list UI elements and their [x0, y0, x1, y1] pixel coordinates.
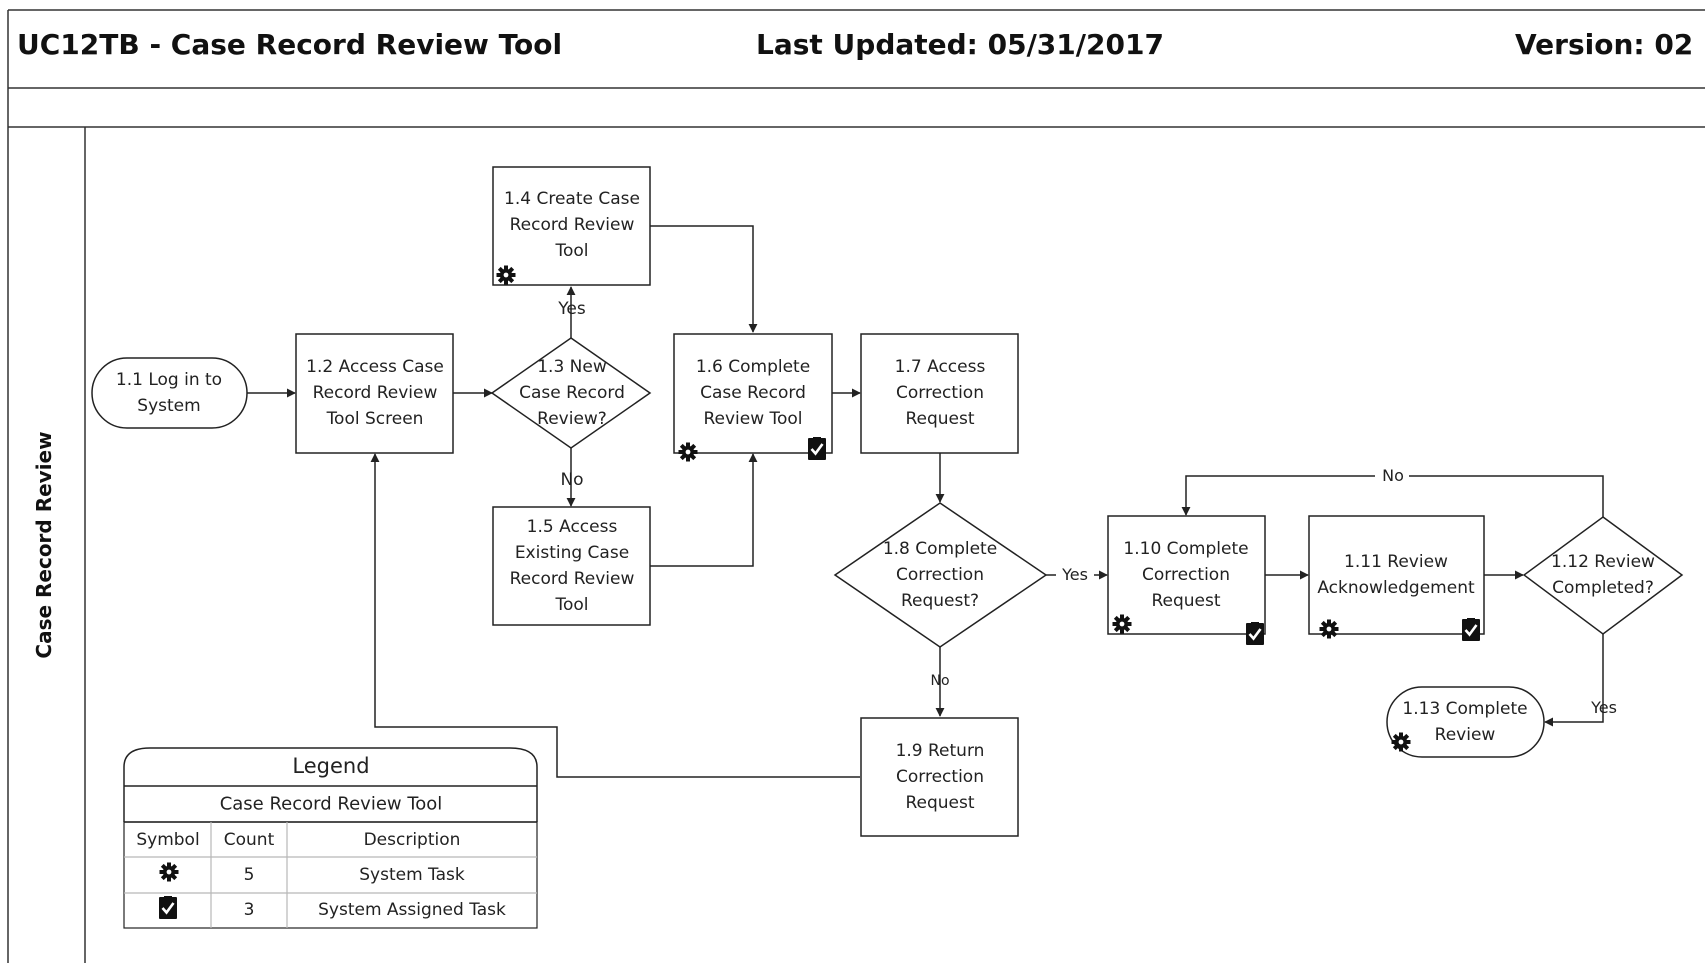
node-1-10-shape	[1107, 515, 1266, 635]
page-title: UC12TB - Case Record Review Tool	[17, 28, 563, 61]
checkbox-icon	[157, 894, 179, 921]
node-1-9-shape	[860, 717, 1019, 837]
edge-1-9-to-1-2	[370, 453, 860, 778]
node-1-6-shape	[673, 333, 833, 454]
edge-label-yes: Yes	[558, 299, 586, 319]
node-1-6-complete-tool[interactable]: 1.6 Complete Case Record Review Tool	[695, 357, 811, 429]
edge-label-no: No	[1382, 466, 1404, 485]
node-1-5-access-existing-tool[interactable]: 1.5 Access Existing Case Record Review T…	[509, 517, 635, 615]
gear-icon	[496, 265, 516, 285]
node-1-11-review-acknowledgement[interactable]: 1.11 Review Acknowledgement	[1317, 552, 1475, 598]
edge-1-4-to-1-6	[650, 225, 758, 333]
node-1-5-shape	[492, 506, 651, 626]
edge-label-yes: Yes	[1062, 565, 1088, 584]
node-1-3-new-review-decision[interactable]: 1.3 New Case Record Review?	[519, 357, 625, 429]
legend-row-description: System Assigned Task	[318, 900, 506, 920]
node-1-4-shape	[492, 166, 651, 286]
gear-icon	[678, 442, 698, 462]
node-1-13-complete-review[interactable]: 1.13 Complete Review	[1402, 699, 1528, 745]
node-1-2-shape	[295, 333, 454, 454]
node-1-11-shape	[1308, 515, 1485, 635]
checkbox-icon	[1244, 620, 1266, 647]
gear-icon	[159, 862, 179, 882]
node-1-8-shape	[833, 502, 1048, 648]
node-1-7-shape	[860, 333, 1019, 454]
legend-header-description: Description	[363, 830, 461, 850]
node-1-13-shape	[1386, 686, 1545, 758]
node-1-12-review-completed-decision[interactable]: 1.12 Review Completed?	[1551, 552, 1655, 598]
edge-label-no: No	[560, 470, 584, 490]
node-1-2-access-tool-screen[interactable]: 1.2 Access Case Record Review Tool Scree…	[306, 357, 444, 429]
legend-header-count: Count	[223, 830, 275, 850]
gear-icon	[1112, 614, 1132, 634]
checkbox-icon	[806, 435, 828, 462]
legend-grid	[123, 821, 538, 929]
legend-header-symbol: Symbol	[136, 830, 200, 850]
legend-title: Legend	[292, 754, 370, 778]
node-1-8-complete-correction-decision[interactable]: 1.8 Complete Correction Request?	[882, 539, 998, 611]
node-1-7-access-correction[interactable]: 1.7 Access Correction Request	[894, 357, 986, 429]
edge-label-no: No	[930, 673, 950, 689]
edge-1-12-to-1-13	[1544, 634, 1604, 727]
legend-row-count: 3	[243, 900, 255, 920]
legend-row-count: 5	[243, 865, 255, 885]
page-frame	[7, 9, 1705, 963]
checkbox-icon	[1460, 616, 1482, 643]
node-1-1-shape	[91, 357, 248, 429]
node-1-10-complete-correction[interactable]: 1.10 Complete Correction Request	[1123, 539, 1249, 611]
node-1-9-return-correction[interactable]: 1.9 Return Correction Request	[895, 741, 985, 813]
legend-row-description: System Task	[359, 865, 465, 885]
node-1-3-shape	[490, 337, 652, 449]
legend-subtitle: Case Record Review Tool	[219, 793, 443, 815]
node-1-4-create-tool[interactable]: 1.4 Create Case Record Review Tool	[504, 189, 640, 261]
node-1-12-shape	[1522, 516, 1684, 635]
edge-1-5-to-1-6	[650, 453, 758, 567]
version-label: Version: 02	[1515, 28, 1694, 61]
edge-label-yes: Yes	[1591, 698, 1617, 717]
gear-icon	[1319, 619, 1339, 639]
last-updated: Last Updated: 05/31/2017	[756, 28, 1164, 61]
connectors	[247, 225, 1604, 778]
node-1-1-login[interactable]: 1.1 Log in to System	[115, 370, 223, 416]
swimlane-label: Case Record Review	[32, 431, 56, 659]
